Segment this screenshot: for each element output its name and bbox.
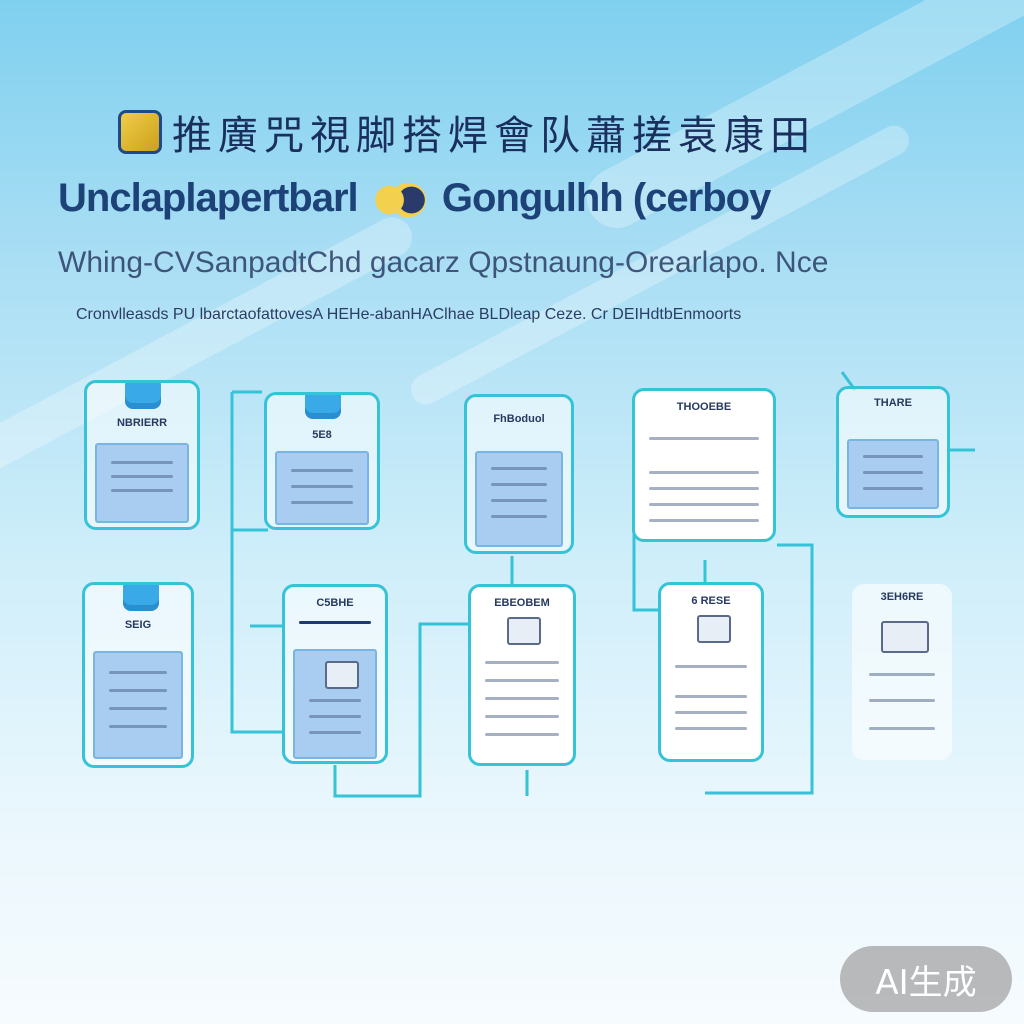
node-panel bbox=[293, 649, 377, 759]
node-panel bbox=[275, 451, 369, 525]
connector-line bbox=[230, 392, 268, 532]
cjk-title: 推廣咒視脚搭焊會队蕭搓袁康田 bbox=[118, 104, 908, 160]
caption: Cronvlleasds PU lbarctaofattovesA HEHe-a… bbox=[76, 306, 742, 323]
chip-icon bbox=[881, 621, 929, 653]
node-text-line bbox=[291, 485, 353, 488]
chip-icon bbox=[325, 661, 359, 689]
node-text-line bbox=[675, 727, 747, 730]
node-label: THARE bbox=[874, 397, 912, 409]
node-label: NBRIERR bbox=[116, 417, 168, 429]
ai-generated-badge: AI生成 bbox=[840, 946, 1012, 1012]
node-text-line bbox=[299, 621, 371, 624]
node-text-line bbox=[291, 469, 353, 472]
node-text-line bbox=[491, 499, 547, 502]
flow-node: 3EH6RE bbox=[852, 584, 952, 760]
node-text-line bbox=[109, 725, 167, 728]
chip-icon bbox=[697, 615, 731, 643]
node-text-line bbox=[491, 467, 547, 470]
flow-node: 5E8 bbox=[264, 392, 380, 530]
subtitle: Whing-CVSanpadtChd gacarz Qpstnaung-Orea… bbox=[58, 246, 829, 279]
coin-logo-icon bbox=[118, 110, 162, 154]
flow-node: THOOEBE bbox=[632, 388, 776, 542]
node-text-line bbox=[485, 733, 559, 736]
connector-line bbox=[230, 530, 282, 734]
node-label: THOOEBE bbox=[676, 401, 732, 413]
flow-node: SEIG bbox=[82, 582, 194, 768]
node-text-line bbox=[485, 697, 559, 700]
node-text-line bbox=[649, 471, 759, 474]
cjk-title-text: 推廣咒視脚搭焊會队蕭搓袁康田 bbox=[172, 113, 816, 159]
node-panel bbox=[95, 443, 189, 523]
flow-node: NBRIERR bbox=[84, 380, 200, 530]
node-text-line bbox=[863, 487, 923, 490]
flow-node: FhBoduol bbox=[464, 394, 574, 554]
node-text-line bbox=[109, 671, 167, 674]
node-text-line bbox=[485, 715, 559, 718]
node-text-line bbox=[309, 699, 361, 702]
flow-node: THARE bbox=[836, 386, 950, 518]
node-label: EBEOBEM bbox=[494, 597, 550, 609]
node-label: 5E8 bbox=[312, 429, 332, 441]
node-text-line bbox=[111, 461, 173, 464]
coin-mark-icon bbox=[373, 183, 426, 218]
node-text-line bbox=[111, 489, 173, 492]
node-label: 3EH6RE bbox=[880, 591, 924, 603]
node-text-line bbox=[291, 501, 353, 504]
english-title: Unclaplapertbarl Gongulhh (cerboy bbox=[58, 176, 958, 221]
node-panel bbox=[475, 451, 563, 547]
node-text-line bbox=[109, 707, 167, 710]
node-text-line bbox=[309, 715, 361, 718]
node-text-line bbox=[649, 503, 759, 506]
node-cap-icon bbox=[305, 395, 341, 419]
node-text-line bbox=[649, 487, 759, 490]
english-title-part-a: Unclaplapertbarl bbox=[58, 176, 359, 220]
flow-node: 6 RESE bbox=[658, 582, 764, 762]
node-label: FhBoduol bbox=[493, 413, 545, 425]
flow-node: C5BHE bbox=[282, 584, 388, 764]
node-cap-icon bbox=[123, 585, 159, 611]
node-text-line bbox=[649, 519, 759, 522]
node-text-line bbox=[485, 679, 559, 682]
node-text-line bbox=[491, 515, 547, 518]
node-panel bbox=[93, 651, 183, 759]
node-text-line bbox=[869, 699, 935, 702]
node-cap-icon bbox=[125, 383, 161, 409]
node-label: C5BHE bbox=[316, 597, 354, 609]
node-text-line bbox=[111, 475, 173, 478]
node-label: 6 RESE bbox=[691, 595, 731, 607]
node-text-line bbox=[649, 437, 759, 440]
node-text-line bbox=[863, 471, 923, 474]
node-text-line bbox=[485, 661, 559, 664]
node-text-line bbox=[675, 711, 747, 714]
flow-node: EBEOBEM bbox=[468, 584, 576, 766]
node-panel bbox=[847, 439, 939, 509]
chip-icon bbox=[507, 617, 541, 645]
node-label: SEIG bbox=[124, 619, 152, 631]
node-text-line bbox=[309, 731, 361, 734]
node-text-line bbox=[491, 483, 547, 486]
english-title-part-b: Gongulhh (cerboy bbox=[441, 176, 771, 220]
node-text-line bbox=[675, 695, 747, 698]
node-text-line bbox=[869, 727, 935, 730]
node-text-line bbox=[869, 673, 935, 676]
node-text-line bbox=[863, 455, 923, 458]
node-text-line bbox=[109, 689, 167, 692]
node-text-line bbox=[675, 665, 747, 668]
